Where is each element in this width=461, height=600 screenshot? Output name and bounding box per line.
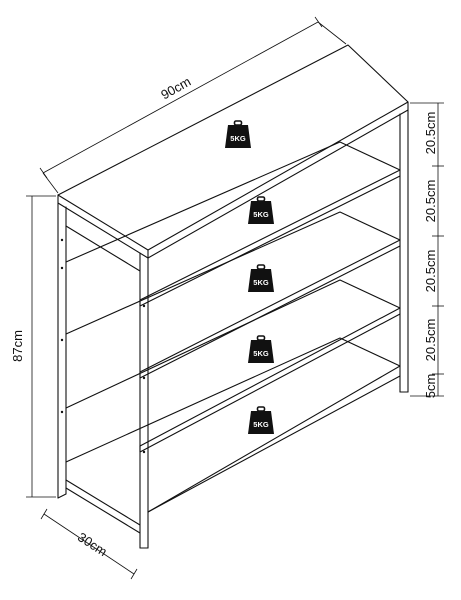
height-label: 87cm: [10, 330, 25, 362]
spacing-label: 20.5cm: [423, 112, 438, 155]
svg-text:5KG: 5KG: [253, 420, 269, 429]
back-left-leg: [139, 252, 149, 549]
weight-badge: 5KG: [248, 264, 274, 292]
svg-text:5KG: 5KG: [230, 134, 246, 143]
shelf-4: [65, 337, 401, 513]
right-leg: [399, 109, 409, 393]
width-dimension: 90cm: [39, 16, 347, 194]
svg-text:5KG: 5KG: [253, 278, 269, 287]
width-label: 90cm: [158, 74, 193, 103]
spacing-label: 20.5cm: [423, 180, 438, 223]
spacing-label: 20.5cm: [423, 319, 438, 362]
svg-text:5KG: 5KG: [253, 349, 269, 358]
screw-dots: [60, 238, 146, 454]
spacing-dimensions: 20.5cm 20.5cm 20.5cm 20.5cm 5cm: [410, 102, 444, 399]
spacing-label: 20.5cm: [423, 250, 438, 293]
height-dimension: 87cm: [10, 195, 56, 498]
weight-badges: 5KG 5KG 5KG 5KG 5KG: [225, 120, 274, 434]
spacing-label: 5cm: [423, 374, 438, 399]
shelf-3: [65, 279, 401, 453]
svg-text:5KG: 5KG: [253, 210, 269, 219]
shelf-unit: [57, 44, 409, 549]
weight-badge: 5KG: [248, 406, 274, 434]
weight-badge: 5KG: [248, 196, 274, 224]
shelf-2: [65, 211, 401, 379]
depth-dimension: 30cm: [40, 508, 138, 580]
shelf-1: [65, 141, 401, 307]
weight-badge: 5KG: [225, 120, 251, 148]
front-left-leg: [57, 202, 67, 499]
weight-badge: 5KG: [248, 335, 274, 363]
